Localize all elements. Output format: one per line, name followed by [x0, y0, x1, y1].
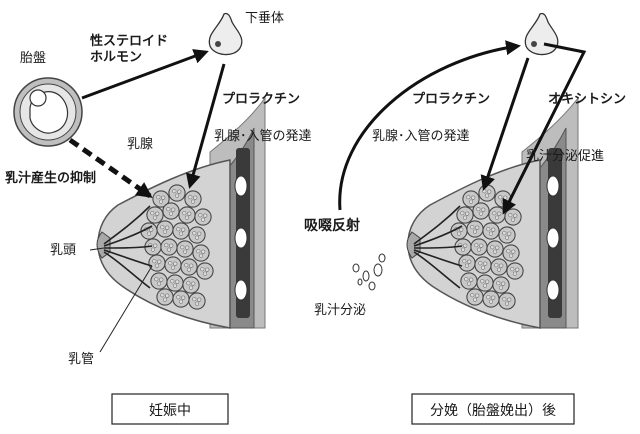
left-label-pointers [89, 247, 153, 353]
left-ducts [103, 205, 153, 289]
right-panel: プロラクチン オキシトシン 乳腺･入管の発達 乳汁分泌促進 吸啜反射 乳汁分泌 … [304, 12, 626, 425]
prolactin-arrow-right [480, 57, 530, 191]
label-prolactin-right: プロラクチン [412, 92, 490, 107]
label-milk-secretion-promotion: 乳汁分泌促進 [526, 149, 604, 164]
placenta-fetus-icon [13, 77, 83, 147]
label-pituitary: 下垂体 [245, 11, 284, 26]
oxytocin-arrow [502, 42, 587, 215]
caption-box-left [111, 393, 229, 425]
label-milk-suppression: 乳汁産生の抑制 [5, 170, 96, 186]
pituitary-icon-left [208, 12, 243, 56]
label-sex-steroid-1: 性ステロイド [90, 33, 168, 49]
left-panel: 胎盤 性ステロイド ホルモン 下垂体 プロラクチン 乳腺･入管の発達 乳腺 乳汁… [5, 11, 312, 425]
caption-left: 妊娠中 [149, 403, 191, 419]
suppression-arrow [68, 137, 153, 199]
label-prolactin-left: プロラクチン [222, 92, 300, 107]
right-ducts [413, 205, 463, 289]
caption-right: 分娩（胎盤娩出）後 [430, 403, 556, 419]
label-milk-secretion: 乳汁分泌 [314, 303, 366, 318]
pituitary-icon-right [524, 12, 559, 56]
label-sex-steroid-2: ホルモン [90, 50, 142, 65]
label-nipple: 乳頭 [50, 243, 76, 258]
label-suckling-reflex: 吸啜反射 [304, 217, 360, 234]
milk-droplets [352, 253, 386, 291]
caption-box-right [411, 393, 575, 425]
label-mammary-development-left: 乳腺･入管の発達 [214, 129, 312, 144]
suckling-reflex-arrow [338, 40, 521, 211]
label-placenta: 胎盤 [20, 51, 46, 66]
label-duct: 乳管 [68, 352, 94, 367]
prolactin-arrow-left [185, 63, 226, 189]
sex-steroid-arrow [81, 49, 209, 100]
label-mammary-development-right: 乳腺･入管の発達 [372, 129, 470, 144]
label-mammary-gland: 乳腺 [127, 137, 153, 152]
label-oxytocin: オキシトシン [548, 92, 626, 107]
